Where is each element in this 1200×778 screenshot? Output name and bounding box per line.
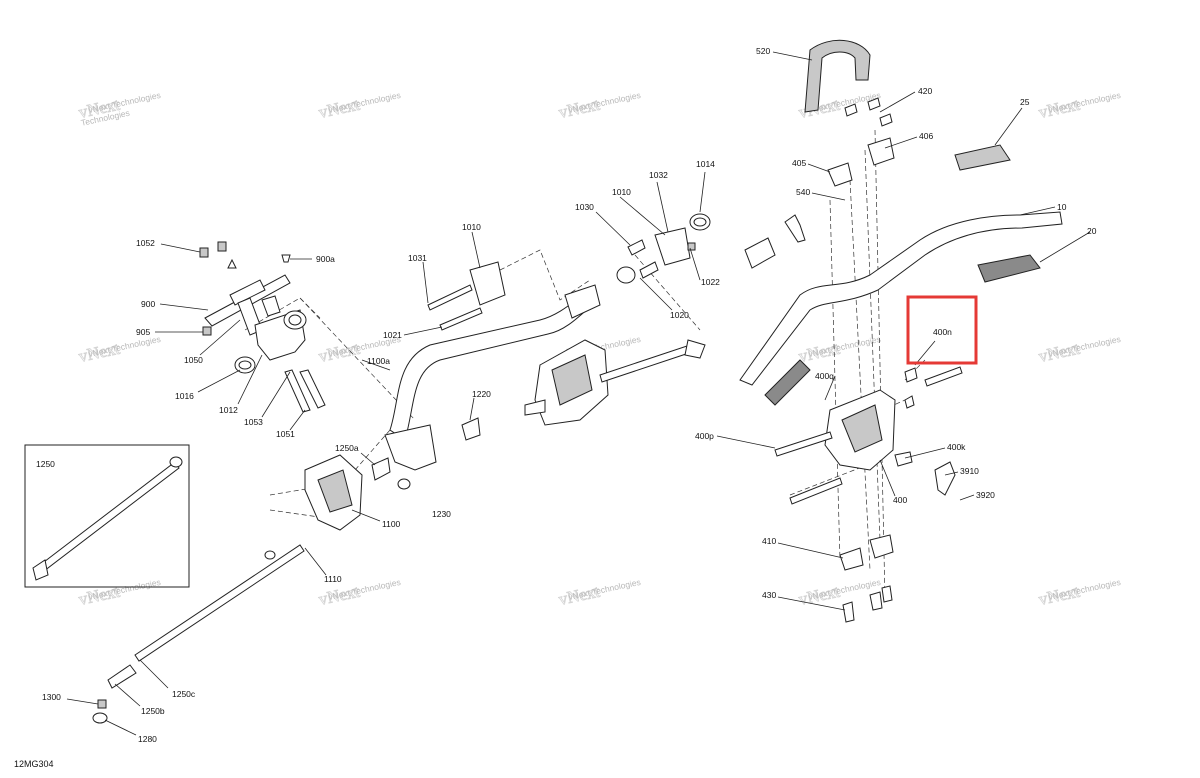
callout-400n[interactable]: 400n: [933, 327, 952, 337]
callout-540[interactable]: 540: [796, 187, 810, 197]
lower-clamps-410: [839, 534, 894, 623]
callout-1250a[interactable]: 1250a: [335, 443, 359, 453]
handguard-520: [804, 39, 871, 113]
bushing-1020: [616, 266, 636, 284]
nut-1052a: [199, 247, 209, 258]
callout-1012[interactable]: 1012: [219, 405, 238, 415]
callout-1100a[interactable]: 1100a: [367, 356, 390, 366]
callout-1053[interactable]: 1053: [244, 417, 263, 427]
callout-1230[interactable]: 1230: [432, 509, 451, 519]
washer-905: [202, 326, 212, 336]
watermark-text: vNext Technologies: [807, 334, 881, 359]
callout-1250c[interactable]: 1250c: [172, 689, 196, 699]
callout-1100[interactable]: 1100: [382, 519, 401, 529]
callout-420[interactable]: 420: [918, 86, 932, 96]
tie-rod-1230: [599, 339, 706, 383]
inset-1250: [24, 444, 190, 588]
tie-rod-1250c: [92, 544, 305, 724]
callout-400[interactable]: 400: [893, 495, 907, 505]
steering-box: [524, 339, 609, 426]
callout-1051[interactable]: 1051: [276, 429, 295, 439]
callout-900a[interactable]: 900a: [316, 254, 335, 264]
bolt-1021: [439, 307, 483, 331]
callout-410[interactable]: 410: [762, 536, 776, 546]
callout-1010-upper[interactable]: 1010: [612, 187, 631, 197]
callout-3910[interactable]: 3910: [960, 466, 979, 476]
left-bracket-assembly: [199, 241, 326, 413]
callout-10[interactable]: 10: [1057, 202, 1067, 212]
handlebar-10: [739, 144, 1063, 406]
callout-1022[interactable]: 1022: [701, 277, 720, 287]
grip-25: [954, 144, 1011, 171]
clamps-405-406: [744, 97, 895, 269]
leader-lines: [66, 51, 1091, 736]
callout-900[interactable]: 900: [141, 299, 155, 309]
callout-1050[interactable]: 1050: [184, 355, 203, 365]
callout-1280[interactable]: 1280: [138, 734, 157, 744]
callout-1052[interactable]: 1052: [136, 238, 155, 248]
watermark-text: vNext Technologies: [1047, 577, 1121, 602]
watermark-text: vNext Technologies: [87, 577, 161, 602]
watermark-text: vNext Technologies: [1047, 90, 1121, 115]
callout-1016[interactable]: 1016: [175, 391, 194, 401]
callout-1010-left[interactable]: 1010: [462, 222, 481, 232]
bolt-900a: [281, 254, 291, 263]
lever-3910: [934, 461, 956, 496]
callout-1110[interactable]: 1110: [324, 574, 342, 584]
callout-406[interactable]: 406: [919, 131, 933, 141]
callout-1031[interactable]: 1031: [408, 253, 427, 263]
callout-1020[interactable]: 1020: [670, 310, 689, 320]
callout-1014[interactable]: 1014: [696, 159, 715, 169]
watermark-text: vNext Technologies: [1047, 334, 1121, 359]
callout-400p[interactable]: 400p: [695, 431, 714, 441]
bolt-1031: [427, 284, 473, 311]
watermark-text: vNext Technologies: [567, 90, 641, 115]
bolt-1250a: [371, 457, 391, 481]
nut-1052b: [217, 241, 227, 252]
callout-1220[interactable]: 1220: [472, 389, 491, 399]
callout-430[interactable]: 430: [762, 590, 776, 600]
callout-1250[interactable]: 1250: [36, 459, 55, 469]
callout-1032[interactable]: 1032: [649, 170, 668, 180]
watermark-text: vNext Technologies: [567, 577, 641, 602]
callout-1250b[interactable]: 1250b: [141, 706, 165, 716]
callout-400q[interactable]: 400q: [815, 371, 834, 381]
bearing-housing-1100: [304, 417, 481, 531]
callout-1030[interactable]: 1030: [575, 202, 594, 212]
callout-3920[interactable]: 3920: [976, 490, 995, 500]
callout-1300[interactable]: 1300: [42, 692, 61, 702]
upper-clamp-assembly: [427, 213, 711, 331]
pin-1220: [461, 417, 481, 441]
highlight-box-400n: [906, 295, 978, 365]
callout-520[interactable]: 520: [756, 46, 770, 56]
callout-905[interactable]: 905: [136, 327, 150, 337]
clip-540: [784, 214, 806, 243]
callout-labels: 520 420 25 406 405 540 1014 1032 1010 10…: [36, 46, 1097, 744]
steering-column-1100a: [384, 284, 601, 471]
callout-405[interactable]: 405: [792, 158, 806, 168]
pin-1030: [627, 239, 646, 256]
diagram-code: 12MG304: [14, 759, 54, 769]
nut-1280: [92, 712, 108, 724]
callout-20[interactable]: 20: [1087, 226, 1097, 236]
callout-1021[interactable]: 1021: [383, 330, 402, 340]
clamp-1010b: [654, 227, 691, 266]
clamp-1010: [469, 261, 506, 306]
grip-20: [977, 254, 1041, 283]
grip-left: [764, 359, 811, 406]
riser-block-400: [774, 366, 963, 505]
watermark-text: vNext Technologies: [87, 334, 161, 359]
bolt-1051: [284, 369, 311, 413]
watermark-text: vNext Technologies: [327, 90, 401, 115]
callout-400k[interactable]: 400k: [947, 442, 966, 452]
washer-1300: [97, 699, 107, 709]
callout-25[interactable]: 25: [1020, 97, 1030, 107]
